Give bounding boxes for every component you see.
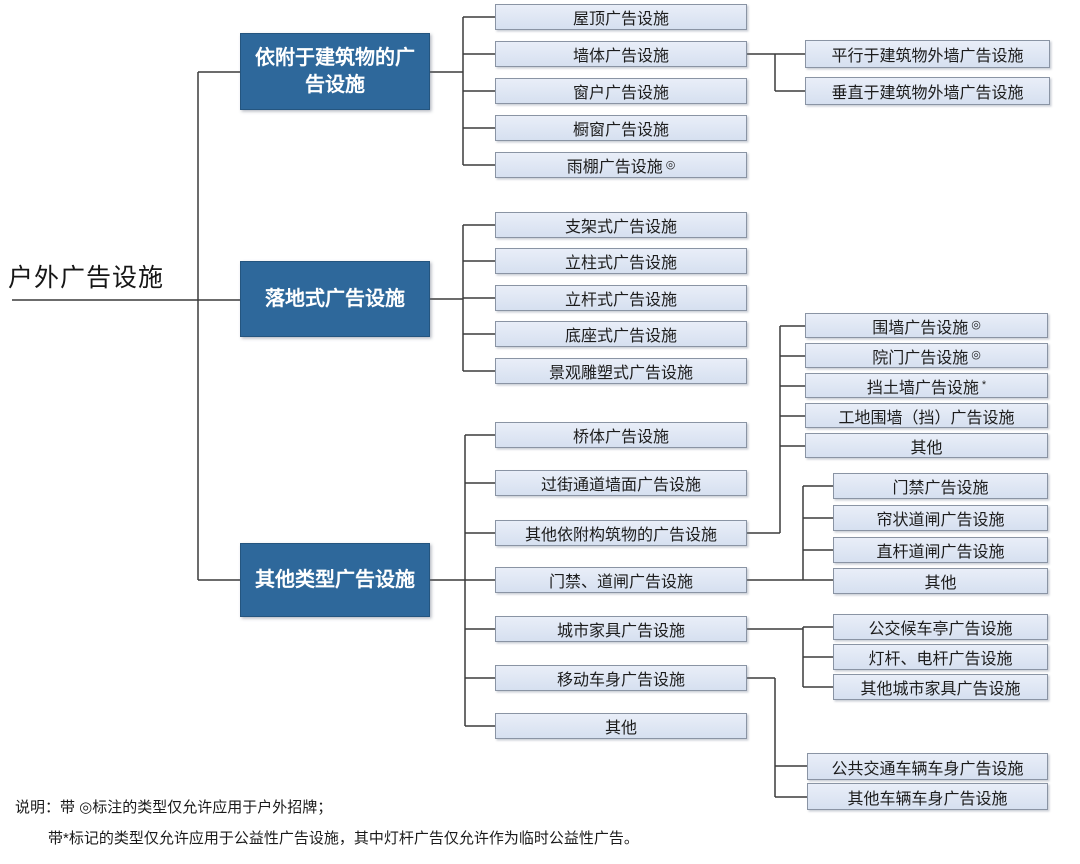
- node-other-structures-other: 其他: [805, 433, 1048, 458]
- node-wall: 墙体广告设施: [495, 41, 747, 67]
- footnote-prefix: 说明：: [15, 799, 61, 816]
- node-label: 立杆式广告设施: [564, 292, 677, 309]
- node-label: 公交候车亭广告设施: [868, 621, 1013, 638]
- node-label: 橱窗广告设施: [572, 122, 669, 139]
- node-bridge: 桥体广告设施: [495, 422, 747, 448]
- node-crossing-tunnel-wall: 过街通道墙面广告设施: [495, 470, 747, 496]
- node-label: 底座式广告设施: [564, 328, 677, 345]
- node-other-attached-structures: 其他依附构筑物的广告设施: [495, 520, 747, 546]
- node-access-gate: 门禁广告设施: [833, 473, 1048, 499]
- node-retaining-wall: 挡土墙广告设施*: [805, 373, 1048, 398]
- node-canopy: 雨棚广告设施◎: [495, 152, 747, 178]
- node-public-transport-vehicle: 公共交通车辆车身广告设施: [807, 753, 1048, 780]
- node-other-vehicle: 其他车辆车身广告设施: [807, 783, 1048, 810]
- node-urban-furniture: 城市家具广告设施: [495, 616, 747, 642]
- node-column: 立柱式广告设施: [495, 248, 747, 274]
- footnote-text: 带 ◎标注的类型仅允许应用于户外招牌；: [60, 799, 333, 816]
- node-label: 其他依附构筑物的广告设施: [524, 527, 717, 544]
- footnote-line-1: 说明： 带 ◎标注的类型仅允许应用于户外招牌；: [15, 800, 1015, 815]
- node-label: 灯杆、电杆广告设施: [868, 651, 1013, 668]
- node-label: 支架式广告设施: [564, 219, 677, 236]
- node-label: 屋顶广告设施: [572, 11, 669, 28]
- node-bracket: 支架式广告设施: [495, 212, 747, 238]
- node-label: 围墙广告设施: [872, 319, 969, 337]
- node-pole: 立杆式广告设施: [495, 285, 747, 311]
- node-access-barrier: 门禁、道闸广告设施: [495, 567, 747, 593]
- node-other: 其他: [495, 713, 747, 739]
- node-label: 移动车身广告设施: [556, 672, 685, 689]
- node-label: 平行于建筑物外墙广告设施: [831, 48, 1024, 65]
- category-ground-mounted: 落地式广告设施: [240, 261, 430, 337]
- category-building-attached: 依附于建筑物的广告设施: [240, 33, 430, 110]
- node-shop-window: 橱窗广告设施: [495, 115, 747, 141]
- node-label: 公共交通车辆车身广告设施: [831, 760, 1024, 778]
- node-label: 雨棚广告设施: [566, 159, 663, 176]
- node-label: 工地围墙（挡）广告设施: [838, 409, 1015, 427]
- outdoor-sign-mark: ◎: [971, 349, 981, 361]
- node-label: 院门广告设施: [872, 349, 969, 367]
- node-label: 其他: [604, 720, 637, 737]
- outdoor-sign-mark: ◎: [971, 319, 981, 331]
- node-label: 桥体广告设施: [572, 429, 669, 446]
- node-bus-shelter: 公交候车亭广告设施: [833, 614, 1048, 640]
- node-label: 立柱式广告设施: [564, 255, 677, 272]
- node-window: 窗户广告设施: [495, 78, 747, 104]
- node-label: 挡土墙广告设施: [866, 379, 979, 397]
- node-label: 门禁广告设施: [892, 480, 989, 497]
- root-label: 户外广告设施: [8, 264, 165, 292]
- node-label: 其他: [910, 439, 943, 457]
- node-lamp-utility-pole: 灯杆、电杆广告设施: [833, 644, 1048, 670]
- node-fence-wall: 围墙广告设施◎: [805, 313, 1048, 338]
- public-welfare-mark: *: [981, 379, 987, 391]
- node-label: 其他城市家具广告设施: [860, 681, 1021, 698]
- category-other-types: 其他类型广告设施: [240, 543, 430, 617]
- node-barrier-other: 其他: [833, 568, 1048, 594]
- node-label: 其他: [924, 575, 957, 592]
- node-label: 过街通道墙面广告设施: [540, 477, 701, 494]
- node-label: 门禁、道闸广告设施: [548, 574, 693, 591]
- node-roof: 屋顶广告设施: [495, 4, 747, 30]
- footnote-text: 带*标记的类型仅允许应用于公益性广告设施，其中灯杆广告仅允许作为临时公益性广告。: [48, 830, 639, 847]
- node-wall-perpendicular: 垂直于建筑物外墙广告设施: [805, 77, 1050, 105]
- outdoor-sign-mark: ◎: [665, 158, 676, 171]
- node-label: 景观雕塑式广告设施: [548, 365, 693, 382]
- node-wall-parallel: 平行于建筑物外墙广告设施: [805, 40, 1050, 68]
- node-curtain-barrier: 帘状道闸广告设施: [833, 505, 1048, 531]
- node-label: 其他车辆车身广告设施: [847, 790, 1008, 808]
- footnotes: 说明： 带 ◎标注的类型仅允许应用于户外招牌； 带*标记的类型仅允许应用于公益性…: [15, 800, 1015, 862]
- node-label: 帘状道闸广告设施: [876, 512, 1005, 529]
- node-furniture-other: 其他城市家具广告设施: [833, 674, 1048, 700]
- node-label: 直杆道闸广告设施: [876, 544, 1005, 561]
- footnote-line-2: 带*标记的类型仅允许应用于公益性广告设施，其中灯杆广告仅允许作为临时公益性广告。: [15, 831, 1015, 846]
- node-base: 底座式广告设施: [495, 321, 747, 347]
- node-straight-pole-barrier: 直杆道闸广告设施: [833, 537, 1048, 563]
- node-mobile-vehicle-body: 移动车身广告设施: [495, 665, 747, 691]
- node-label: 窗户广告设施: [572, 85, 669, 102]
- node-label: 墙体广告设施: [572, 48, 669, 65]
- node-yard-gate: 院门广告设施◎: [805, 343, 1048, 368]
- node-label: 垂直于建筑物外墙广告设施: [831, 85, 1024, 102]
- node-label: 城市家具广告设施: [556, 623, 685, 640]
- node-construction-fence: 工地围墙（挡）广告设施: [805, 403, 1048, 428]
- node-landscape-sculpture: 景观雕塑式广告设施: [495, 358, 747, 384]
